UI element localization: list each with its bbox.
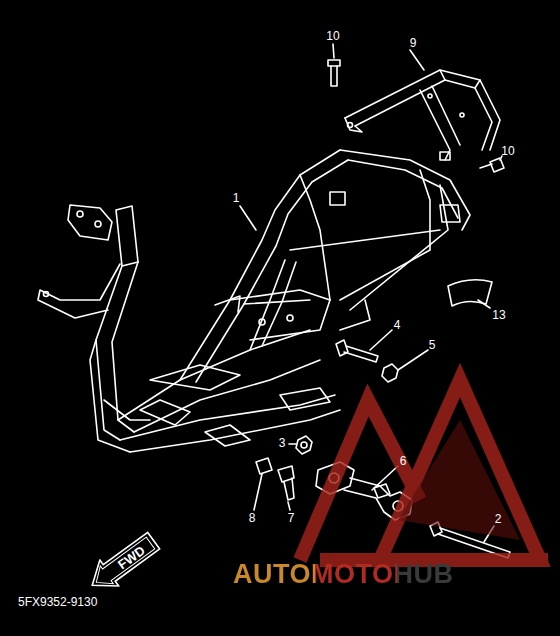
watermark-text: AUTOMOTOHUB xyxy=(233,561,454,588)
callout-number: 10 xyxy=(326,30,339,42)
direction-arrow: FWD xyxy=(81,526,164,599)
callout-number: 13 xyxy=(492,309,505,321)
callout-number: 7 xyxy=(288,512,295,524)
callout-number: 4 xyxy=(394,319,401,331)
diagram-code: 5FX9352-9130 xyxy=(18,596,97,608)
callout-number: 3 xyxy=(279,437,286,449)
callout-number: 2 xyxy=(495,513,502,525)
callout-number: 8 xyxy=(249,512,256,524)
callout-number: 10 xyxy=(501,145,514,157)
callout-number: 1 xyxy=(233,192,240,204)
callout-number: 5 xyxy=(429,339,436,351)
callout-number: 9 xyxy=(410,37,417,49)
callout-number: 6 xyxy=(400,455,407,467)
